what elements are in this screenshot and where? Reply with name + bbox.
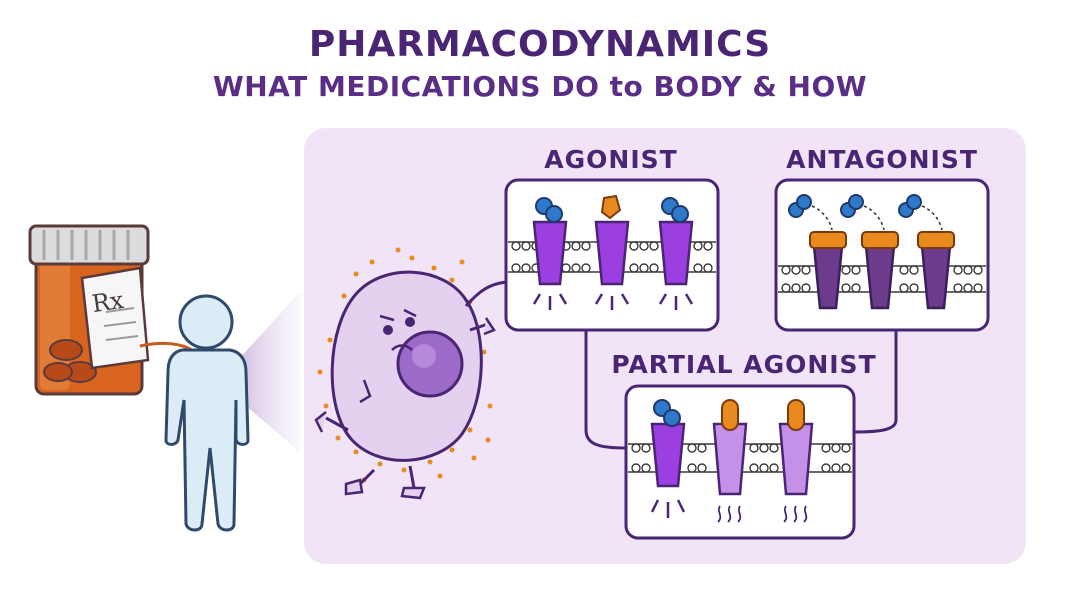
antagonist-box: [774, 178, 990, 332]
antagonist-ligand-icon: [600, 194, 622, 220]
active-receptor: [650, 422, 686, 488]
partial-receptor: [778, 422, 814, 496]
human-figure-icon: [164, 294, 250, 532]
weak-signal-lines: [717, 505, 808, 523]
connector-line: [464, 280, 507, 307]
connector-line: [853, 330, 898, 434]
antagonist-ligand-icon: [809, 231, 955, 249]
partial-receptor: [712, 422, 748, 496]
pill-bottle-icon: [28, 224, 150, 396]
agonist-ligand-icon: [535, 197, 563, 223]
blocked-receptor: [864, 244, 896, 310]
active-receptor: [658, 220, 694, 286]
page-title: PHARMACODYNAMICS: [308, 24, 772, 65]
connector-line: [584, 330, 627, 450]
agonist-box: [504, 178, 720, 332]
active-receptor: [594, 220, 630, 286]
rx-label: Rx: [90, 285, 126, 319]
cell-character-icon: [314, 270, 496, 500]
partial-agonist-ligand-icon: [721, 399, 805, 431]
signal-lines: [532, 293, 694, 310]
page-subtitle: WHAT MEDICATIONS DO to BODY & HOW: [212, 70, 868, 103]
agonist-ligand-icon: [788, 194, 922, 218]
antagonist-label: ANTAGONIST: [786, 145, 978, 174]
agonist-label: AGONIST: [544, 145, 678, 174]
blocked-receptor: [812, 244, 844, 310]
agonist-ligand-icon: [653, 399, 681, 427]
partial-agonist-label: PARTIAL AGONIST: [611, 350, 877, 379]
zoom-beam: [218, 292, 300, 452]
blocked-receptor: [920, 244, 952, 310]
active-receptor: [532, 220, 568, 286]
signal-lines: [650, 499, 686, 518]
agonist-ligand-icon: [661, 197, 689, 223]
partial-agonist-box: [624, 384, 856, 540]
dashed-motion-lines: [811, 205, 943, 231]
